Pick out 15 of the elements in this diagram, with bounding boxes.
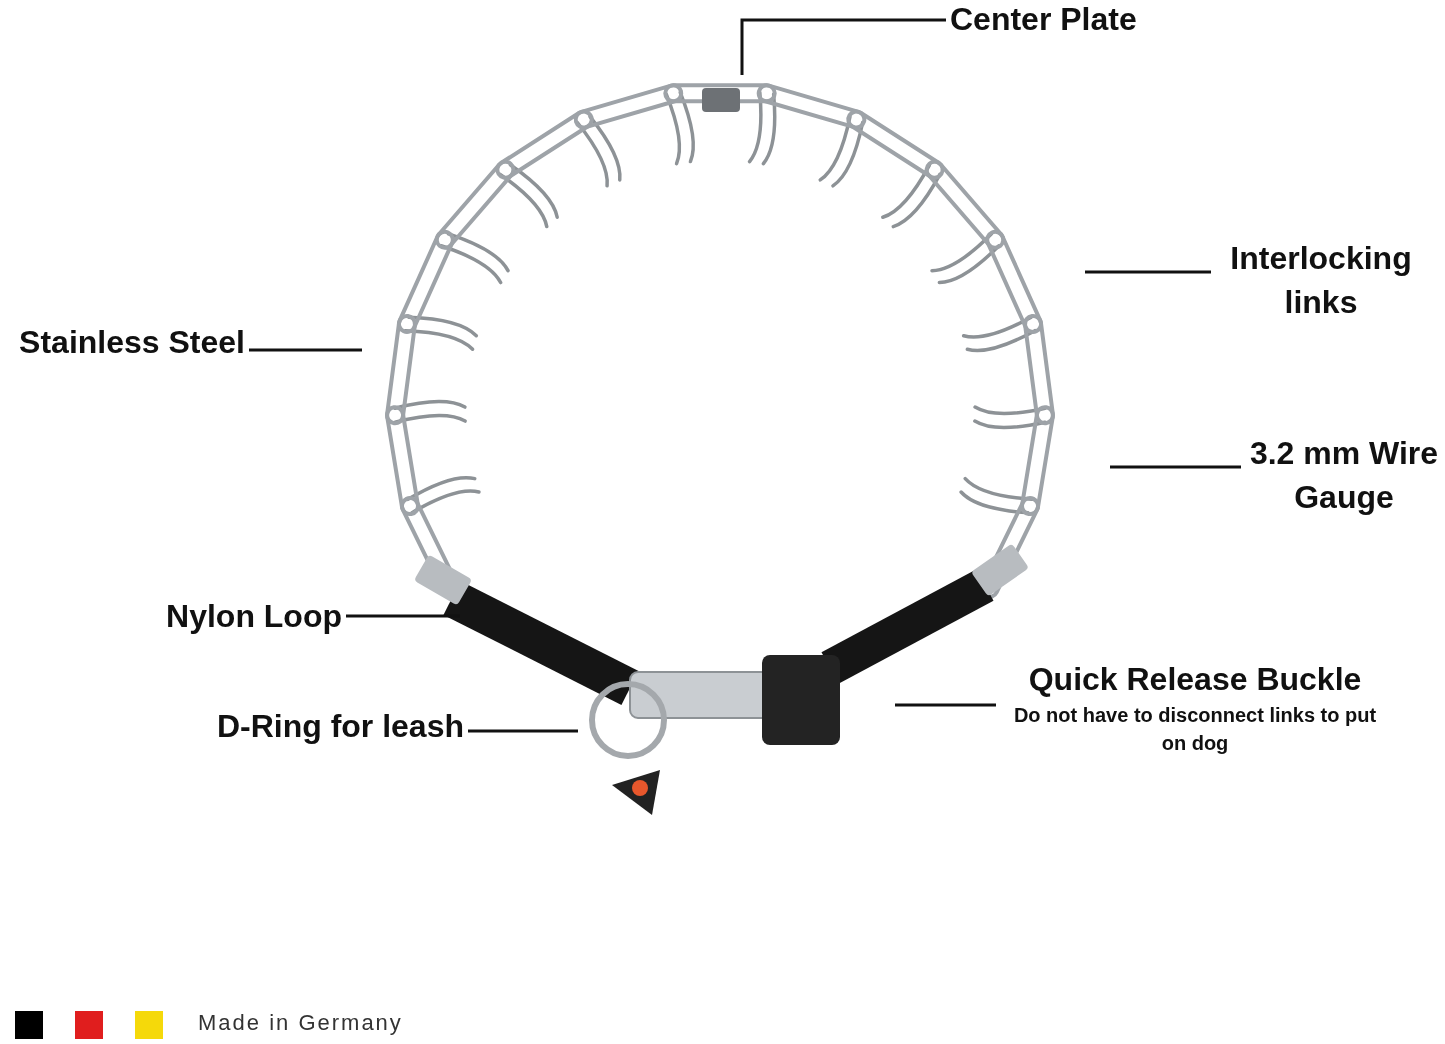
callout-note: Do not have to disconnect links to put on dog	[1012, 703, 1378, 756]
callout-label: Quick Release Buckle	[1027, 660, 1363, 699]
callout-label: Nylon Loop	[166, 597, 342, 636]
callout-label: D-Ring for leash	[216, 707, 464, 746]
leader-line	[1085, 270, 1211, 274]
leader-line	[468, 729, 578, 733]
callout-label: Stainless Steel	[19, 323, 245, 362]
leader-line	[1110, 465, 1241, 469]
leader-line	[249, 348, 362, 352]
callout-label: Center Plate	[950, 0, 1137, 39]
origin-note: Made in Germany	[198, 1010, 403, 1036]
callout-label: 3.2 mm Wire Gauge	[1248, 434, 1440, 517]
leader-line	[895, 703, 996, 707]
leader-line	[740, 18, 946, 75]
callout-label: Interlocking links	[1229, 239, 1413, 322]
